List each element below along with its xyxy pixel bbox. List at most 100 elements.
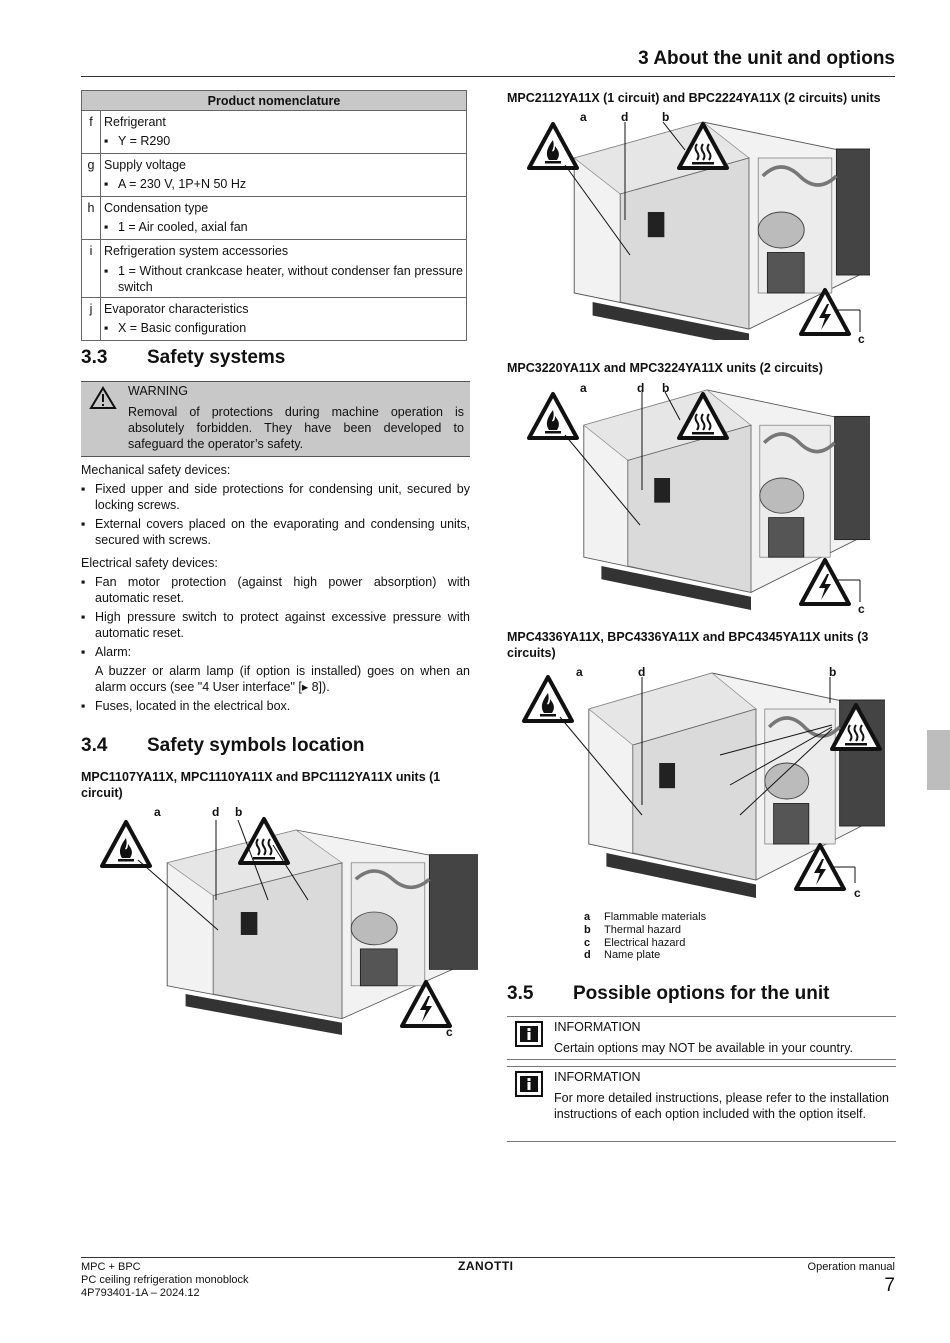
list-item: ▪Fixed upper and side protections for co… — [81, 482, 470, 512]
label-c: c — [446, 1025, 453, 1039]
table-row: i Refrigeration system accessories ▪1 = … — [81, 239, 467, 298]
table-row: h Condensation type ▪1 = Air cooled, axi… — [81, 196, 467, 240]
list-item-continuation: A buzzer or alarm lamp (if option is ins… — [81, 663, 470, 695]
label-d: d — [638, 665, 646, 679]
table-row: f Refrigerant ▪Y = R290 — [81, 110, 467, 154]
section-number: 3.3 — [81, 347, 108, 368]
legend-text: Thermal hazard — [604, 923, 682, 936]
row-item: 1 = Air cooled, axial fan — [118, 220, 248, 234]
flammable-symbol-icon — [100, 820, 152, 868]
label-a: a — [580, 381, 587, 395]
nomenclature-table: Product nomenclature f Refrigerant ▪Y = … — [81, 90, 467, 341]
figure-1-unit-diagram — [100, 817, 478, 1037]
page-number: 7 — [884, 1275, 895, 1296]
figure-2-caption: MPC2112YA11X (1 circuit) and BPC2224YA11… — [507, 91, 881, 105]
label-d: d — [621, 110, 629, 124]
flammable-symbol-icon — [522, 675, 574, 723]
info-box-1 — [507, 1016, 896, 1060]
row-letter: i — [81, 239, 101, 298]
list-item: ▪Alarm: — [81, 645, 132, 659]
legend-key: c — [584, 936, 591, 949]
legend-text: Flammable materials — [604, 911, 707, 923]
table-row: j Evaporator characteristics ▪X = Basic … — [81, 297, 467, 341]
legend-item: a Flammable materials — [584, 911, 706, 924]
row-letter: g — [81, 153, 101, 197]
list-item: ▪External covers placed on the evaporati… — [81, 517, 470, 547]
footer-description: PC ceiling refrigeration monoblock — [81, 1274, 249, 1286]
legend-text: Name plate — [604, 949, 661, 962]
legend-item: c Electrical hazard — [584, 937, 706, 950]
section-3-3-heading: 3.3 Safety systems — [81, 347, 285, 369]
label-c: c — [858, 602, 865, 616]
information-icon — [515, 1021, 543, 1047]
row-letter: j — [81, 297, 101, 341]
chapter-side-tab — [927, 730, 950, 790]
label-b: b — [662, 110, 670, 124]
information-icon — [515, 1071, 543, 1097]
warning-box — [81, 381, 470, 457]
table-row: g Supply voltage ▪A = 230 V, 1P+N 50 Hz — [81, 153, 467, 197]
label-b: b — [662, 381, 670, 395]
list-item: ▪High pressure switch to protect against… — [81, 610, 470, 640]
symbol-legend: a Flammable materials b Thermal hazard c El… — [584, 911, 706, 962]
row-letter: f — [81, 110, 101, 154]
figure-4-caption: MPC4336YA11X, BPC4336YA11X and BPC4345YA… — [507, 630, 869, 660]
list-item-text: High pressure switch to protect against … — [95, 610, 470, 640]
list-item-text: Fixed upper and side protections for con… — [95, 482, 470, 512]
section-3-5-heading: 3.5 Possible options for the unit — [507, 983, 830, 1005]
list-item-text: Fan motor protection (against high power… — [95, 575, 470, 605]
label-b: b — [829, 665, 837, 679]
brand-logo: ZANOTTI — [458, 1259, 514, 1273]
row-item: Y = R290 — [118, 134, 171, 148]
section-title: Safety systems — [147, 347, 286, 368]
header-rule — [81, 76, 895, 77]
row-title: Condensation type — [104, 201, 209, 215]
row-item: 1 = Without crankcase heater, without co… — [118, 264, 463, 294]
list-item-text: Fuses, located in the electrical box. — [95, 699, 291, 713]
legend-key: b — [584, 923, 591, 936]
flammable-symbol-icon — [527, 392, 579, 440]
list-item-text: External covers placed on the evaporatin… — [95, 517, 470, 547]
row-item: A = 230 V, 1P+N 50 Hz — [118, 177, 247, 191]
warning-title: WARNING — [128, 384, 188, 398]
label-a: a — [154, 805, 161, 819]
label-a: a — [580, 110, 587, 124]
label-a: a — [576, 665, 583, 679]
label-c: c — [854, 886, 861, 900]
row-item: X = Basic configuration — [118, 321, 247, 335]
section-title: Possible options for the unit — [573, 983, 830, 1004]
list-item: ▪Fuses, located in the electrical box. — [81, 699, 291, 713]
row-title: Refrigeration system accessories — [104, 244, 289, 258]
legend-key: d — [584, 949, 591, 962]
legend-key: a — [584, 911, 591, 923]
label-d: d — [212, 805, 220, 819]
section-number: 3.5 — [507, 983, 534, 1004]
page-header-title: 3 About the unit and options — [638, 48, 895, 69]
legend-text: Electrical hazard — [604, 936, 686, 949]
footer-product: MPC + BPC — [81, 1261, 141, 1273]
section-title: Safety symbols location — [147, 735, 365, 756]
legend-item: b Thermal hazard — [584, 924, 706, 937]
alarm-text: A buzzer or alarm lamp (if option is ins… — [95, 664, 470, 694]
label-c: c — [858, 332, 865, 346]
figure-3-unit-diagram — [527, 388, 870, 610]
info-2-title: INFORMATION — [554, 1070, 641, 1084]
row-title: Supply voltage — [104, 158, 187, 172]
label-d: d — [637, 381, 645, 395]
info-1-text: Certain options may NOT be available in … — [554, 1041, 853, 1055]
info-2-text: For more detailed instructions, please r… — [554, 1091, 889, 1121]
figure-2-unit-diagram — [527, 120, 870, 340]
label-b: b — [235, 805, 243, 819]
figure-3-caption: MPC3220YA11X and MPC3224YA11X units (2 c… — [507, 361, 823, 375]
info-box-2 — [507, 1066, 896, 1142]
info-1-title: INFORMATION — [554, 1020, 641, 1034]
electrical-hazard-symbol-icon — [799, 558, 851, 606]
row-title: Refrigerant — [104, 115, 166, 129]
footer-rule — [81, 1257, 895, 1258]
footer-left: MPC + BPC PC ceiling refrigeration monob… — [81, 1261, 249, 1300]
flammable-symbol-icon — [527, 122, 579, 170]
list-item-text: Alarm: — [95, 645, 132, 659]
warning-triangle-icon — [89, 386, 117, 409]
electrical-label: Electrical safety devices: — [81, 556, 218, 570]
